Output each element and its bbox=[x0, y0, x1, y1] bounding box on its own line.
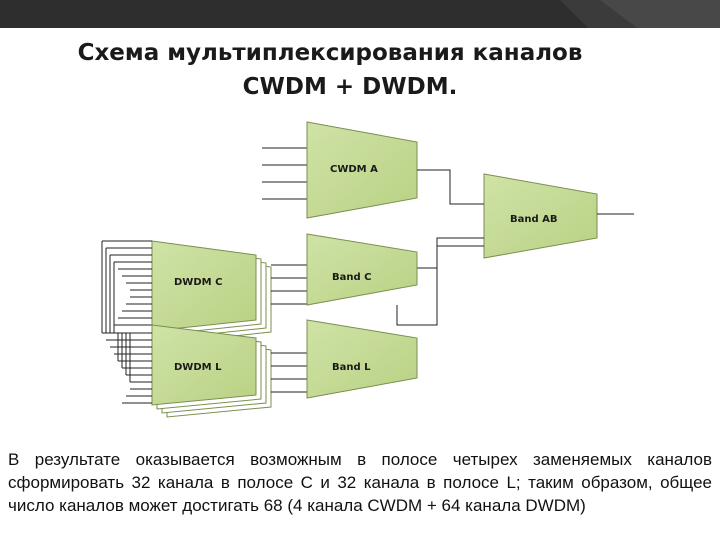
dwdm-l-stack: DWDM L bbox=[151, 324, 272, 418]
cwdm-a-input-lines bbox=[262, 147, 307, 200]
band-c-label: Band C bbox=[332, 272, 371, 283]
slide-title: Схема мультиплексирования каналов CWDM +… bbox=[0, 36, 660, 104]
band-ab-connections bbox=[396, 169, 634, 326]
diagram-canvas: CWDM A Band AB DWDM C bbox=[101, 121, 634, 418]
dwdm-l-output-lines bbox=[271, 352, 307, 393]
band-c-block: Band C bbox=[306, 233, 418, 306]
dwdm-c-stack: DWDM C bbox=[151, 240, 272, 344]
band-ab-block: Band AB bbox=[483, 173, 598, 259]
multiplexing-diagram: CWDM A Band AB DWDM C bbox=[82, 110, 650, 424]
cwdm-a-label: CWDM A bbox=[330, 164, 378, 175]
band-ab-label: Band AB bbox=[510, 214, 558, 225]
band-l-block: Band L bbox=[306, 319, 418, 399]
title-line-1: Схема мультиплексирования каналов bbox=[77, 40, 583, 66]
dwdm-l-label: DWDM L bbox=[174, 362, 222, 373]
dwdm-l-input-lines bbox=[102, 332, 152, 404]
slide-caption: В результате оказывается возможным в пол… bbox=[8, 450, 712, 515]
title-line-2: CWDM + DWDM. bbox=[242, 74, 458, 100]
band-l-label: Band L bbox=[332, 362, 371, 373]
dwdm-c-input-lines bbox=[101, 240, 152, 333]
dwdm-c-output-lines bbox=[271, 264, 307, 305]
cwdm-a-block: CWDM A bbox=[306, 121, 418, 219]
dwdm-c-label: DWDM C bbox=[174, 277, 222, 288]
